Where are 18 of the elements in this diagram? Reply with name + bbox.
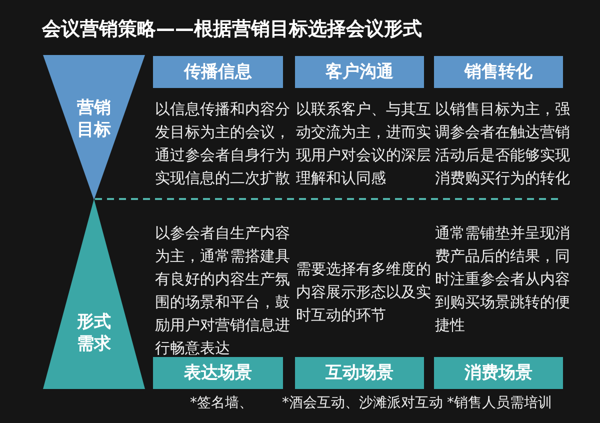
example-note: *酒会互动、沙滩派对互动 (282, 394, 443, 412)
heading-box: 客户沟通 (295, 56, 424, 88)
description-text: 以参会者自生产内容为主，通常需搭建具有良好的内容生产氛围的场景和平台，鼓励用户对营销信息进行畅意表达 (155, 223, 291, 359)
example-note: *签名墙、 (190, 394, 253, 412)
heading-box: 传播信息 (153, 56, 283, 88)
description-text: 以销售目标为主，强调参会者在触达营销活动后是否能够实现消费购买行为的转化 (435, 99, 571, 189)
description-text: 通常需铺垫并呈现消费产品后的结果，同时注重参会者从内容到购买场景跳转的便捷性 (435, 223, 571, 336)
example-note: *销售人员需培训 (447, 394, 552, 412)
heading-box: 表达场景 (153, 357, 283, 389)
triangle: 形式需求 (43, 199, 145, 389)
heading-box: 销售转化 (434, 56, 563, 88)
description-text: 以信息传播和内容分发目标为主的会议，通过参会者自身行为实现信息的二次扩散 (155, 99, 291, 189)
triangle: 营销目标 (43, 55, 145, 200)
description-text: 以联系客户、与其互动交流为主，进而实现用户对会议的深层理解和认同感 (296, 99, 432, 189)
heading-box: 消费场景 (434, 357, 563, 389)
description-text: 需要选择有多维度的内容展示形态以及实时互动的环节 (296, 259, 432, 326)
title: 会议营销策略——根据营销目标选择会议形式 (42, 17, 422, 42)
heading-box: 互动场景 (295, 357, 424, 389)
